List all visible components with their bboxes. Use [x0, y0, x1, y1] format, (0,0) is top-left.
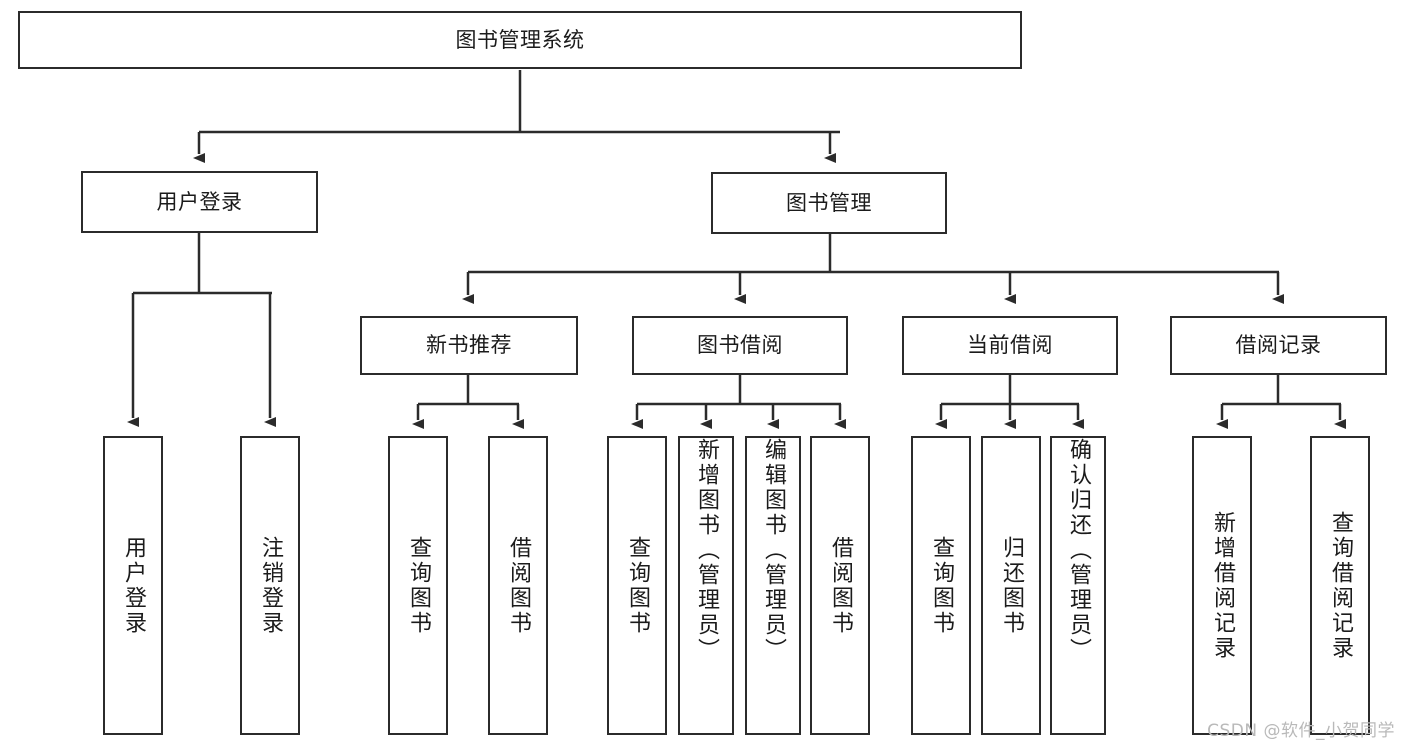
leaf-new-book-query-label: 查询图书 [406, 535, 431, 636]
node-user-login-label: 用户登录 [156, 189, 243, 214]
leaf-new-book-query[interactable]: 查询图书 [388, 436, 448, 735]
leaf-user-login-logout[interactable]: 注销登录 [240, 436, 300, 735]
leaf-current-borrow-confirm-label: 确认归还（管理员） [1066, 438, 1091, 663]
node-book-management[interactable]: 图书管理 [711, 172, 947, 234]
leaf-book-borrow-edit-label: 编辑图书（管理员） [761, 438, 786, 663]
node-current-borrow[interactable]: 当前借阅 [902, 316, 1118, 375]
leaf-book-borrow-borrow-label: 借阅图书 [828, 535, 853, 636]
leaf-user-login-logout-label: 注销登录 [258, 535, 283, 636]
node-current-borrow-label: 当前借阅 [967, 333, 1053, 358]
leaf-user-login-login[interactable]: 用户登录 [103, 436, 163, 735]
node-borrow-record-label: 借阅记录 [1235, 333, 1322, 358]
leaf-book-borrow-query-label: 查询图书 [625, 535, 650, 636]
node-book-borrow[interactable]: 图书借阅 [632, 316, 848, 375]
leaf-borrow-record-add[interactable]: 新增借阅记录 [1192, 436, 1252, 735]
leaf-current-borrow-return-label: 归还图书 [999, 535, 1024, 636]
node-root-system[interactable]: 图书管理系统 [18, 11, 1022, 69]
leaf-current-borrow-confirm[interactable]: 确认归还（管理员） [1050, 436, 1106, 735]
leaf-book-borrow-borrow[interactable]: 借阅图书 [810, 436, 870, 735]
leaf-borrow-record-add-label: 新增借阅记录 [1210, 510, 1235, 661]
leaf-borrow-record-query-label: 查询借阅记录 [1328, 510, 1353, 661]
node-new-book-recommend[interactable]: 新书推荐 [360, 316, 578, 375]
leaf-user-login-login-label: 用户登录 [121, 535, 146, 636]
node-borrow-record[interactable]: 借阅记录 [1170, 316, 1387, 375]
csdn-watermark: CSDN @软件_小贺同学 [1207, 721, 1395, 741]
leaf-new-book-borrow[interactable]: 借阅图书 [488, 436, 548, 735]
node-user-login[interactable]: 用户登录 [81, 171, 318, 233]
node-new-book-recommend-label: 新书推荐 [426, 333, 512, 358]
leaf-current-borrow-query[interactable]: 查询图书 [911, 436, 971, 735]
leaf-book-borrow-add-label: 新增图书（管理员） [694, 438, 719, 663]
node-book-management-label: 图书管理 [786, 190, 872, 215]
leaf-current-borrow-query-label: 查询图书 [929, 535, 954, 636]
leaf-book-borrow-add[interactable]: 新增图书（管理员） [678, 436, 734, 735]
leaf-current-borrow-return[interactable]: 归还图书 [981, 436, 1041, 735]
node-root-system-label: 图书管理系统 [455, 27, 585, 52]
leaf-book-borrow-query[interactable]: 查询图书 [607, 436, 667, 735]
leaf-borrow-record-query[interactable]: 查询借阅记录 [1310, 436, 1370, 735]
leaf-new-book-borrow-label: 借阅图书 [506, 535, 531, 636]
node-book-borrow-label: 图书借阅 [697, 333, 783, 358]
leaf-book-borrow-edit[interactable]: 编辑图书（管理员） [745, 436, 801, 735]
